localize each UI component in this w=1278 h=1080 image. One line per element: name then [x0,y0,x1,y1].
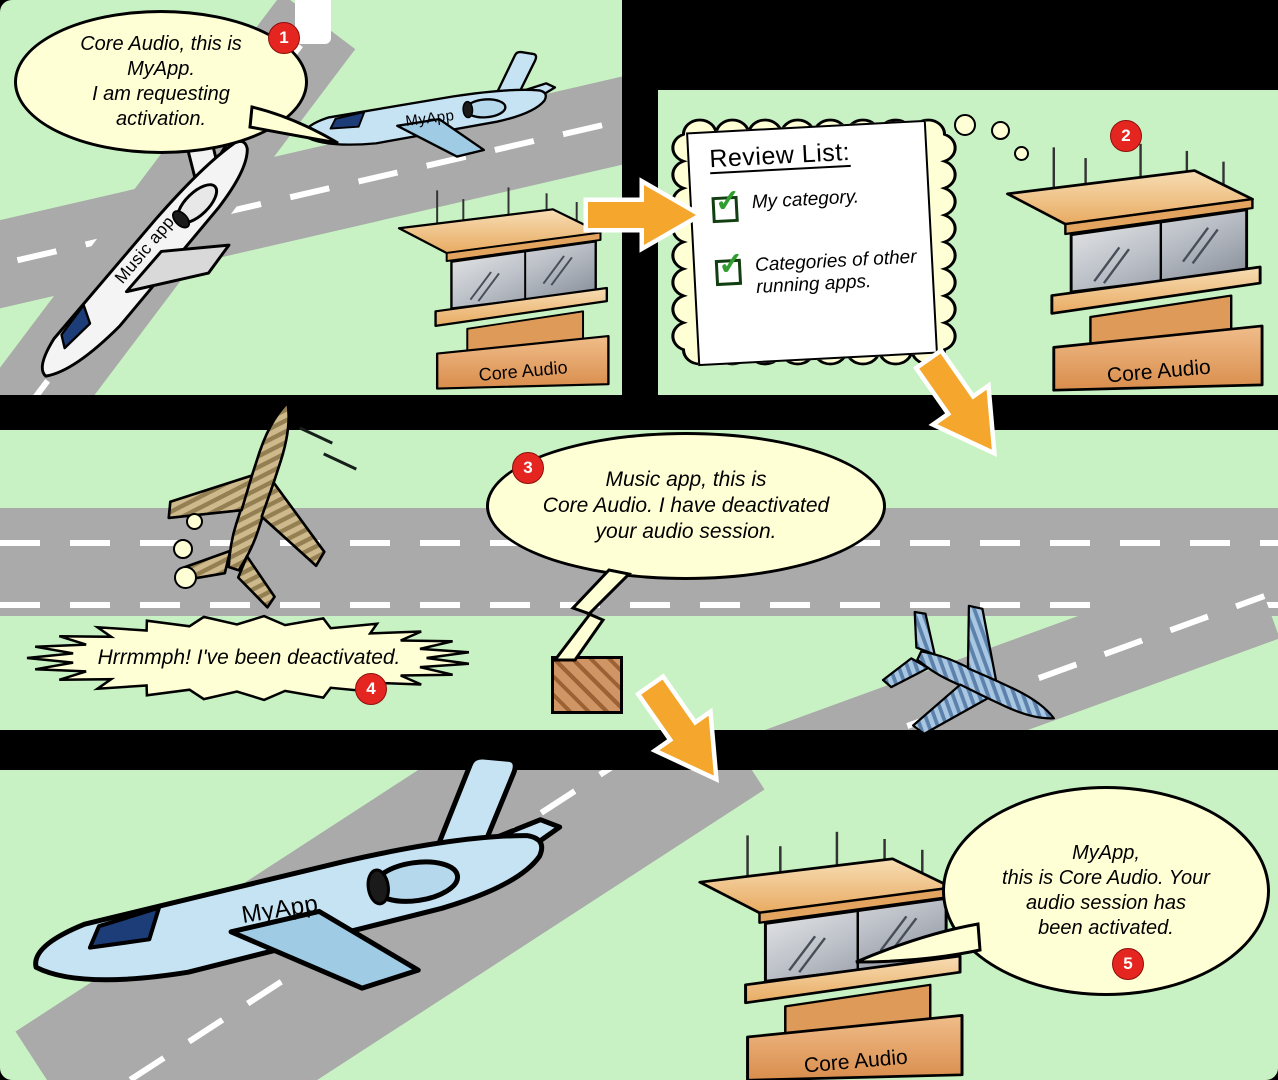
panel-1-activation-request: Music app MyApp [0,0,622,395]
thought-dot [991,121,1010,140]
flow-arrow-down-2 [634,673,719,783]
speech-bubble-deactivation: Music app, this is Core Audio. I have de… [486,432,886,580]
checkmark-icon: ✓ [713,182,742,220]
bubble-line: activation. [115,107,207,130]
myapp-airplane [294,43,567,188]
review-item-row: ✓ Categories of other running apps. [714,246,923,302]
flow-arrow-right [583,177,706,253]
core-audio-tower: Core Audio [994,142,1264,392]
speech-bubble-tail [248,105,339,145]
thought-dot [174,566,197,589]
review-list-paper: Review List: ✓ My category. ✓ Categories… [686,119,938,367]
review-item-label: My category. [751,186,860,214]
core-audio-tower: Core Audio [388,186,610,390]
checkbox-icon: ✓ [711,183,742,224]
thought-burst-text: Hrrmmph! I've been deactivated. [97,646,401,669]
bubble-line: your audio session. [595,520,777,544]
audio-session-box [551,656,623,714]
step-badge-2: 2 [1110,120,1142,152]
step-badge-1: 1 [268,22,300,54]
bubble-line: Core Audio. I have deactivated [542,493,830,517]
checkbox-icon: ✓ [714,246,745,287]
bubble-line: MyApp, [1072,842,1140,865]
thought-dot [186,513,203,530]
thought-dot [173,539,193,559]
speech-bubble-tail [855,922,982,964]
corner-notch [295,0,331,44]
bubble-line: this is Core Audio. Your [1002,867,1210,890]
thought-dot [1014,146,1029,161]
lightning-bubble-tail [551,568,633,662]
music-app-airplane [0,83,324,427]
thought-dot [954,114,976,136]
bubble-line: I am requesting [92,83,230,105]
other-app-airplane [859,574,1090,788]
bubble-line: audio session has [1025,892,1187,914]
panel-4-activation: MyApp [0,754,1278,1080]
music-app-airplane-leaving [139,370,373,630]
speech-bubble-activated: MyApp, this is Core Audio. Your audio se… [942,786,1270,996]
panel-3-deactivation: Hrrmmph! I've been deactivated. 4 Music … [0,401,1278,736]
step-badge-4: 4 [355,673,387,705]
myapp-airplane-activated [4,732,596,1077]
bubble-line: been activated. [1038,916,1174,939]
runway-centerline [0,602,1278,608]
panel-2-review-list: Review List: ✓ My category. ✓ Categories… [658,90,1278,395]
review-item-label: Categories of other running apps. [754,246,918,299]
step-badge-5: 5 [1112,948,1144,980]
review-item-row: ✓ My category. [711,183,918,224]
bubble-line: Music app, this is [605,467,767,491]
flow-arrow-down-1 [912,347,997,457]
review-list-title: Review List: [708,137,851,174]
step-badge-3: 3 [512,452,544,484]
thought-burst-deactivated: Hrrmmph! I've been deactivated. [20,610,478,706]
bubble-line: Core Audio, this is [80,33,242,56]
checkmark-icon: ✓ [717,245,745,282]
bubble-line: MyApp. [127,58,195,81]
